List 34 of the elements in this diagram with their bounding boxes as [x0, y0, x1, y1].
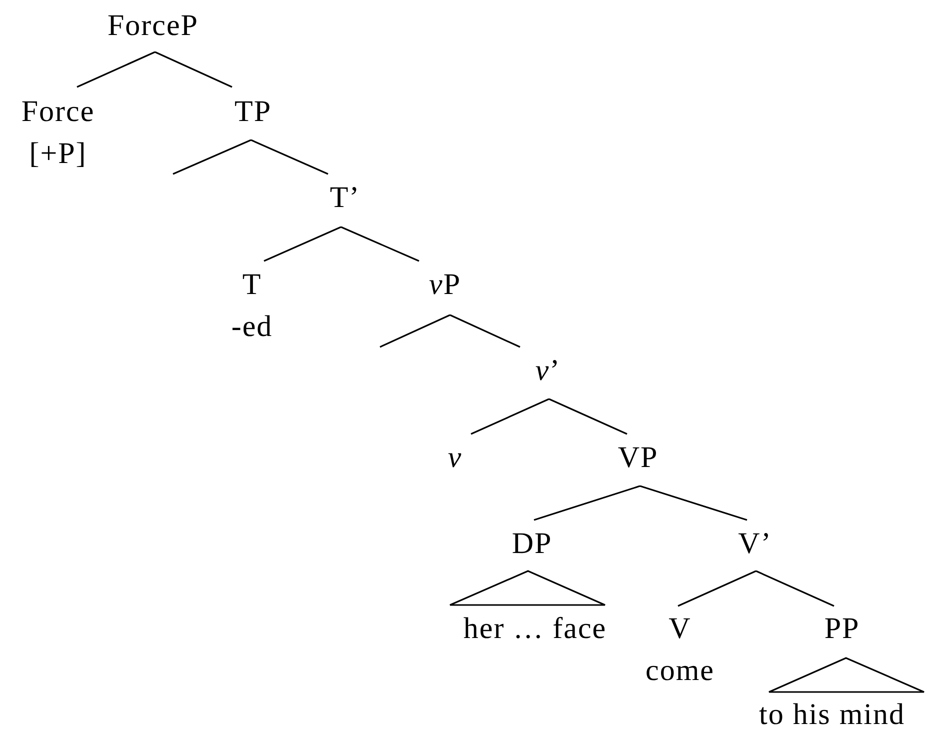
branch-line [76, 51, 156, 88]
node-label: TP [234, 94, 272, 130]
branch-line [534, 485, 640, 521]
branch-line [340, 226, 420, 262]
branch-line [264, 226, 342, 262]
branch-line [172, 139, 252, 175]
node-label: V’ [738, 526, 772, 562]
node-label: VP [618, 440, 658, 476]
node-label: Force [21, 94, 95, 130]
node-label: ForceP [108, 8, 198, 44]
branch-line [154, 51, 232, 88]
branch-line [548, 398, 628, 435]
node-sublabel: [+P] [29, 136, 87, 172]
branch-line [640, 485, 748, 521]
branch-line [250, 139, 328, 175]
roof-triangle [768, 657, 925, 693]
node-label: T [242, 267, 262, 303]
node-sublabel: -ed [231, 309, 273, 345]
branch-line [678, 570, 756, 607]
branch-line [470, 398, 550, 435]
node-sublabel: come [646, 653, 714, 689]
roof-triangle [449, 570, 606, 606]
node-label: T’ [330, 180, 360, 216]
node-label: her … face [463, 611, 607, 647]
node-label: to his mind [759, 697, 905, 733]
node-label: DP [512, 526, 552, 562]
branch-line [756, 570, 834, 607]
node-label: v [448, 440, 462, 476]
node-label: V [668, 611, 692, 647]
branch-line [380, 314, 450, 348]
node-label: vP [429, 267, 461, 303]
node-label: v’ [535, 353, 561, 389]
branch-line [450, 314, 520, 348]
node-label: PP [824, 611, 860, 647]
